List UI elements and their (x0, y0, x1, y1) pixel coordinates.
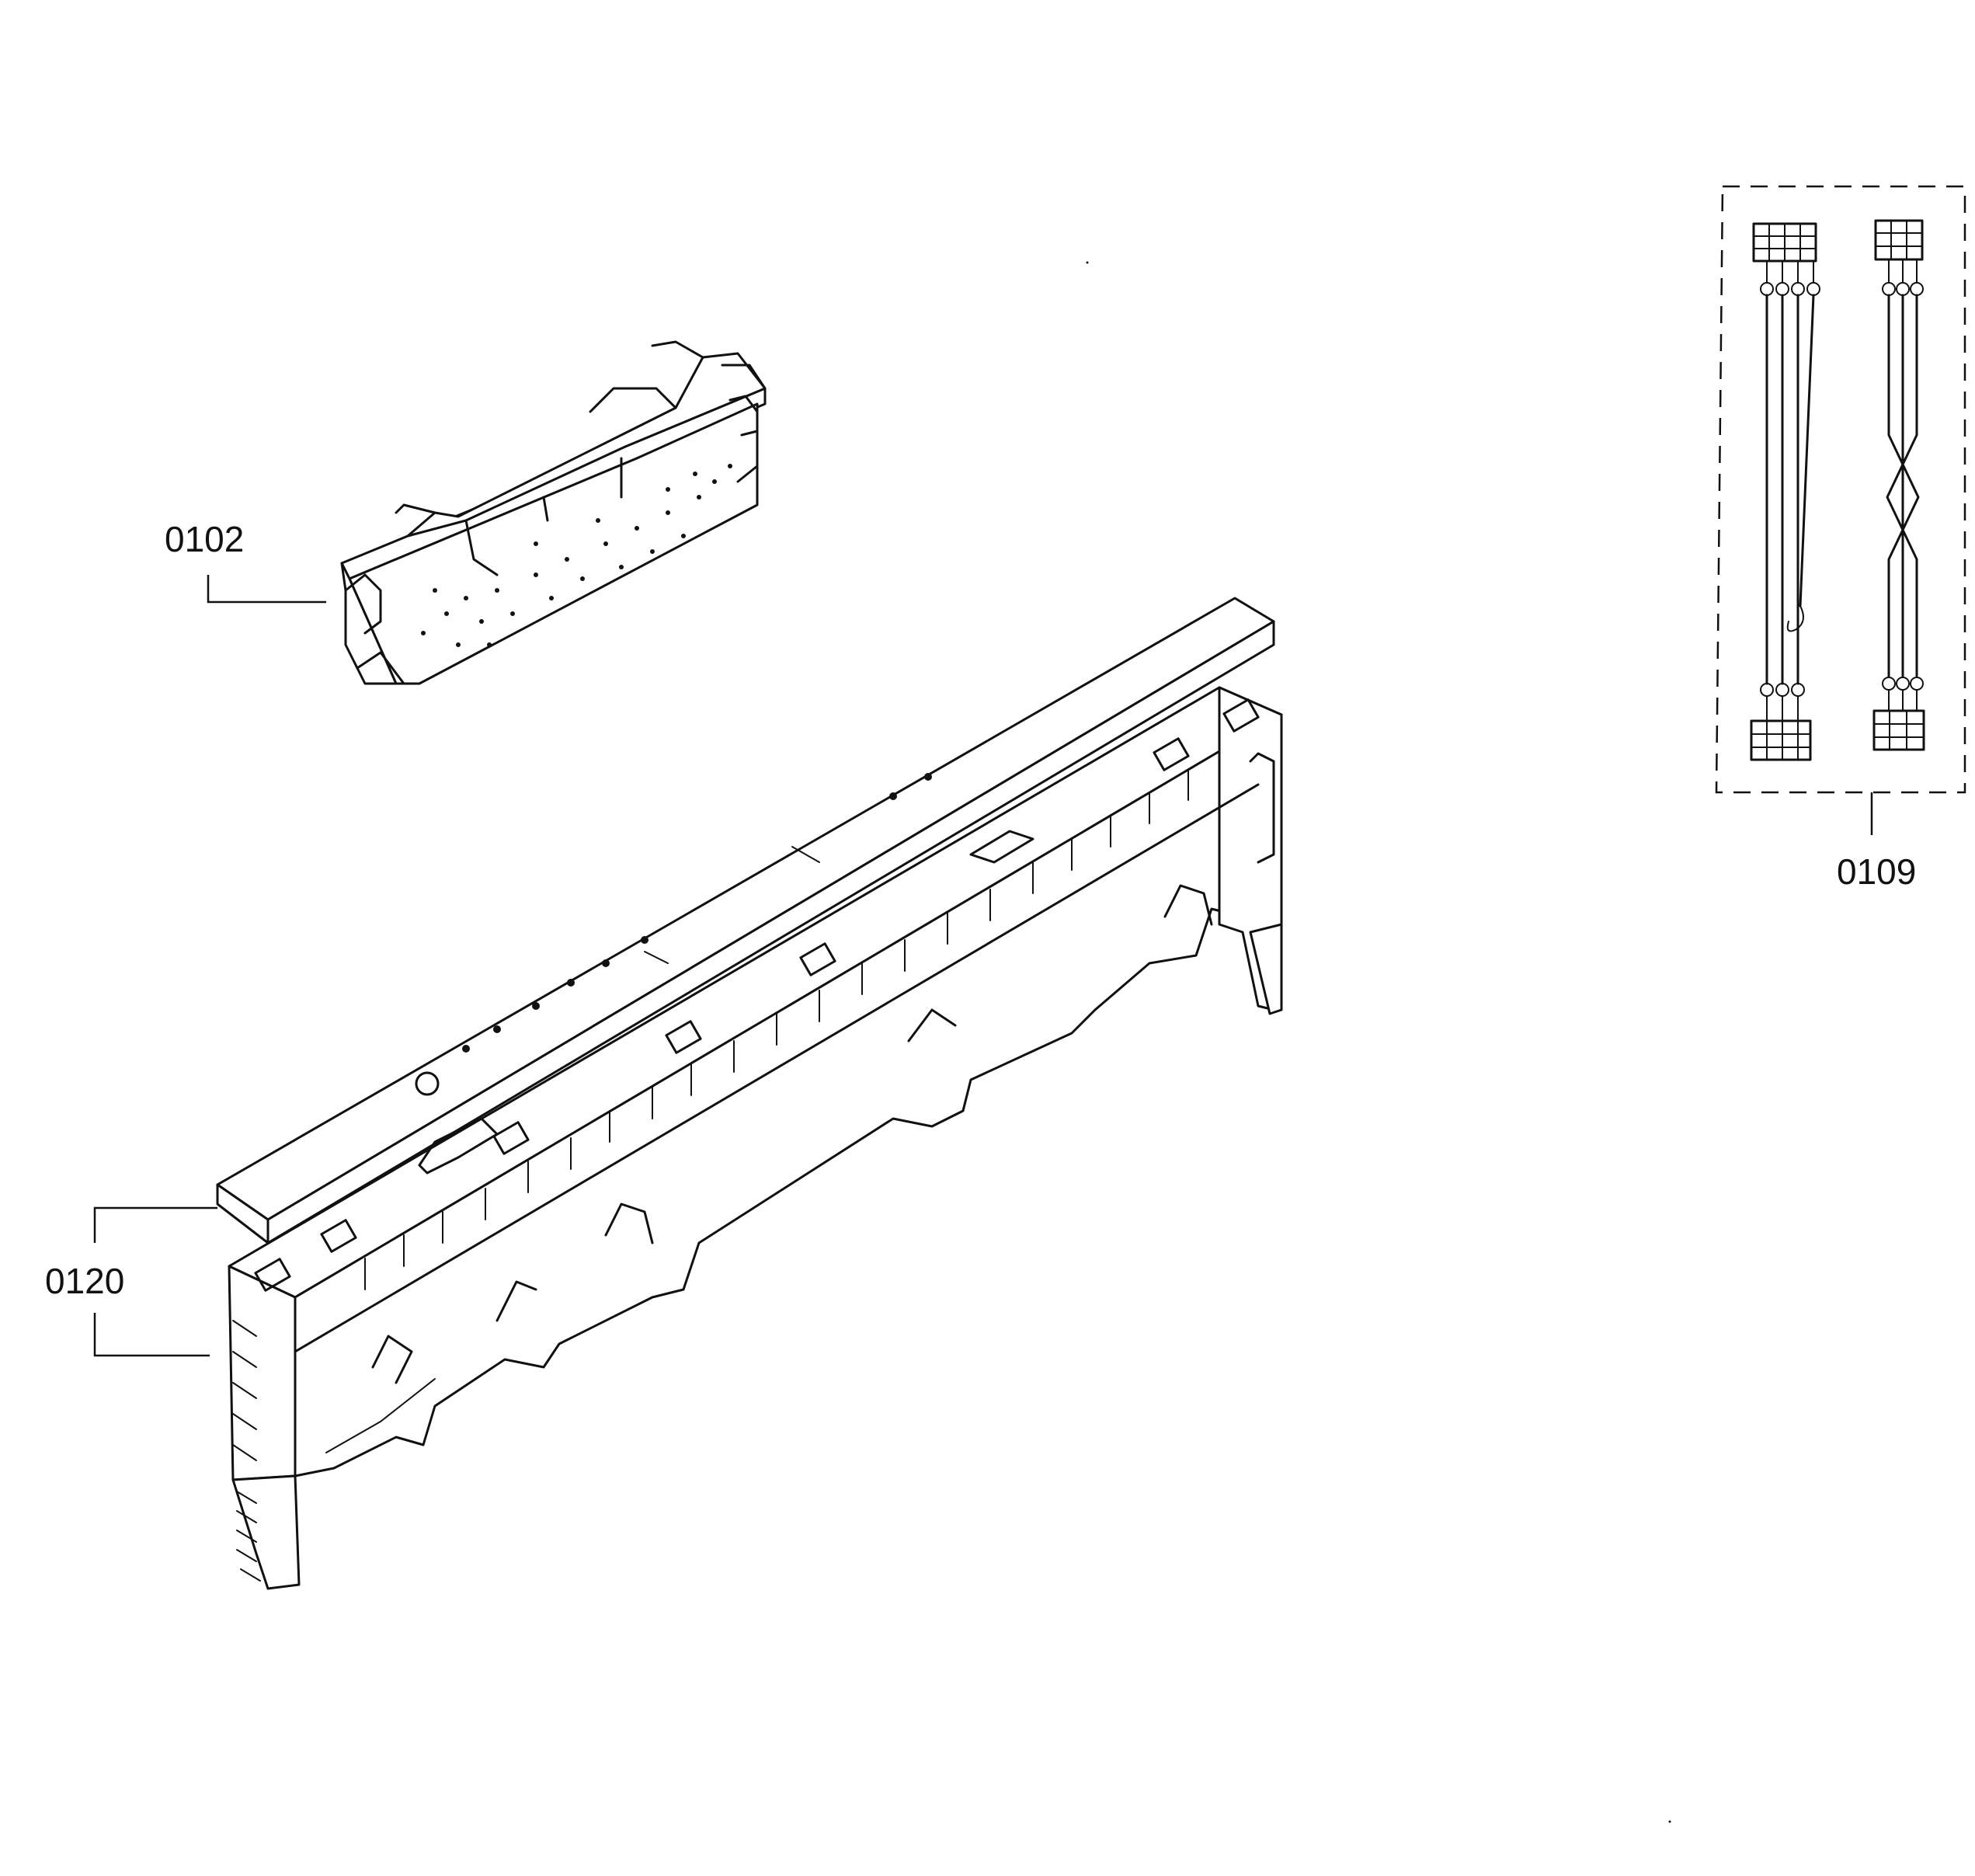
frame-clips (254, 698, 1260, 1292)
leader-line-0102 (207, 575, 326, 604)
left-leg-teeth (232, 1320, 261, 1582)
control-panel-frame-part[interactable]: 0120 (45, 597, 1283, 1590)
circuit-board-dots (421, 464, 732, 647)
panel-holes (415, 773, 932, 1096)
wire-harness-right (1872, 219, 1925, 751)
wire-harness-set-part[interactable]: 0109 (1715, 185, 1966, 892)
wire-harness-left (1750, 222, 1820, 761)
part-label-0102: 0102 (165, 519, 244, 559)
leader-line-0120-top (93, 1206, 217, 1243)
part-label-0109: 0109 (1837, 851, 1916, 892)
harness-group-box (1715, 185, 1966, 794)
control-module-part[interactable]: 0102 (165, 340, 767, 685)
frame-latches (371, 752, 1275, 1384)
frame-ribs (364, 768, 1189, 1290)
scan-speck (1086, 261, 1089, 264)
part-label-0120: 0120 (45, 1261, 124, 1301)
scan-speck (1668, 1820, 1671, 1823)
leader-line-0120-bottom (93, 1313, 210, 1357)
